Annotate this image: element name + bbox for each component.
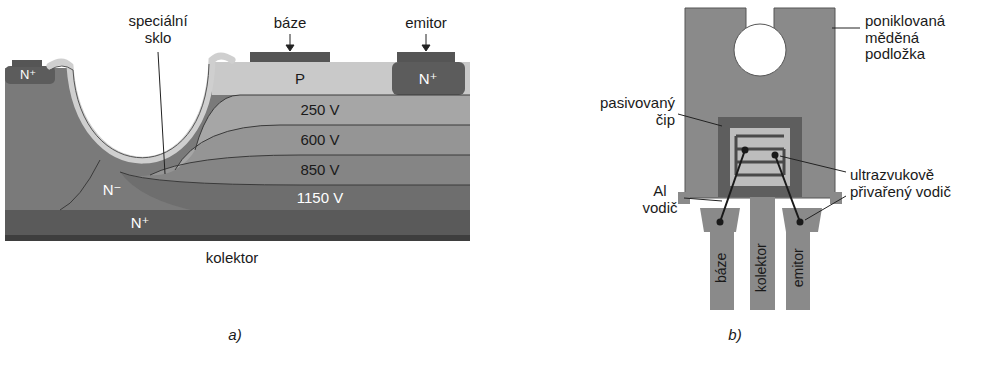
part-label: N⁺ (20, 68, 36, 83)
p-region (212, 62, 470, 95)
collector-metal (5, 235, 470, 241)
glass-edge (50, 64, 209, 158)
n-plus-left (5, 66, 55, 84)
part-label: báze (274, 15, 307, 32)
part-label: ultrazvukově přivařený vodič (850, 167, 960, 201)
leader-line (780, 156, 846, 172)
bond-point (717, 219, 724, 226)
equipotential-line (120, 172, 470, 185)
glass-passivation (50, 56, 232, 160)
base-lead (700, 208, 740, 310)
lead-label: emitor (790, 249, 806, 288)
bond-point (772, 152, 779, 159)
part-label: kolektor (206, 250, 259, 267)
copper-pad (685, 8, 835, 198)
n-plus-emitter (392, 62, 465, 95)
part-label: N⁻ (103, 182, 122, 199)
equipotential-line (195, 95, 470, 150)
leader-line (805, 196, 846, 220)
voltage-label: 600 V (300, 132, 339, 149)
bond-wires (720, 150, 800, 222)
leader-line (678, 114, 722, 126)
metal-finger (736, 174, 784, 177)
part-label: pasivovaný čip (585, 95, 675, 129)
part-label: P (295, 71, 305, 88)
metal-finger (736, 135, 784, 138)
part-label: N⁺ (419, 71, 438, 88)
part-label: speciální sklo (118, 13, 198, 47)
base-contact (250, 52, 330, 62)
leaders-b (678, 28, 860, 220)
bond-point (797, 219, 804, 226)
bond-wire (775, 155, 800, 222)
n-minus-body (5, 62, 470, 240)
arrow-head (286, 45, 294, 51)
collector-lead (750, 196, 775, 310)
left-contact (12, 60, 42, 67)
chip-active-area (730, 128, 790, 186)
equipotential-line (60, 160, 100, 210)
leader-line (158, 52, 165, 174)
n-plus-substrate (5, 210, 470, 235)
emitter-contact (397, 52, 455, 62)
arrow-head (422, 45, 430, 51)
part-label: poniklovaná měděná podložka (865, 13, 965, 63)
lead-label: kolektor (754, 243, 770, 292)
voltage-label: 850 V (300, 162, 339, 179)
emitter-lead (782, 208, 822, 310)
voltage-label: 1150 V (297, 190, 343, 207)
part-label: N⁺ (131, 215, 150, 232)
leader-line (832, 28, 860, 29)
figure-label: b) (728, 327, 741, 344)
leaders-a (158, 34, 430, 174)
cross-section (5, 34, 470, 241)
voltage-label: 250 V (300, 102, 339, 119)
part-label: Al vodič (635, 183, 685, 217)
leader-line (684, 198, 722, 201)
figure-label: a) (228, 327, 241, 344)
lead-label: báze (714, 253, 730, 283)
mounting-hole (734, 24, 786, 76)
chip (718, 117, 802, 197)
bond-wire (720, 150, 745, 222)
part-label: emitor (405, 15, 447, 32)
bond-point (742, 147, 749, 154)
package (678, 8, 860, 310)
